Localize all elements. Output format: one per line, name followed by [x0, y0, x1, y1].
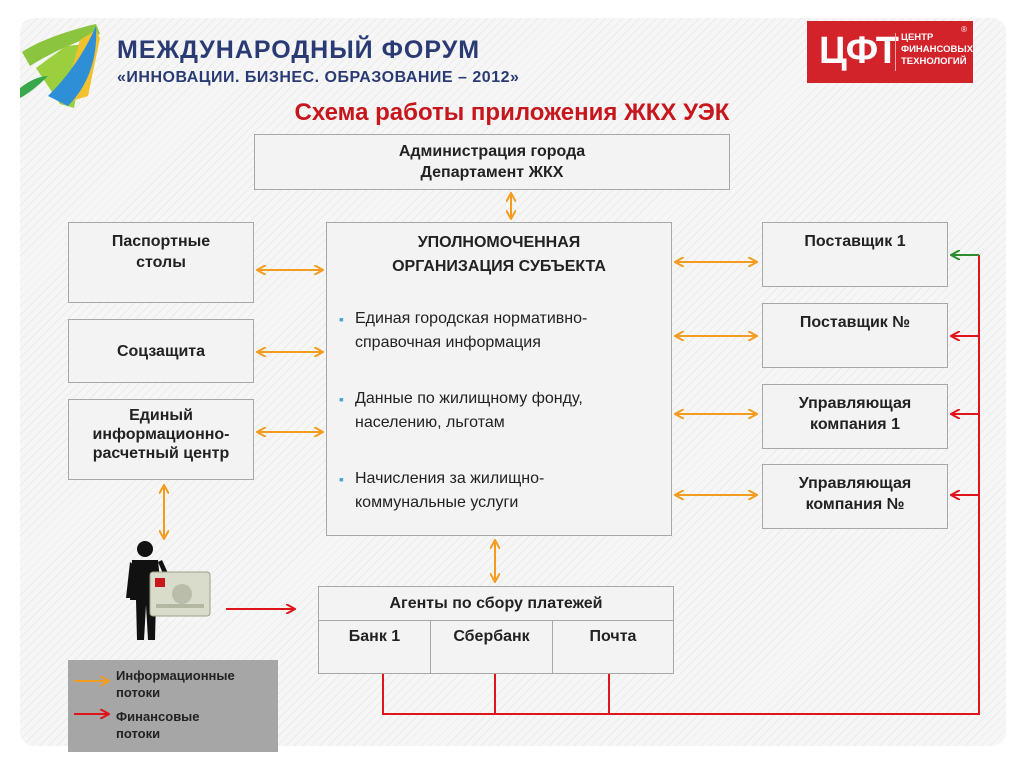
payment-agents-box: Агенты по сбору платежей Банк 1 Сбербанк… — [318, 586, 674, 674]
central-org-list: ▪Единая городская нормативно- справочная… — [339, 307, 657, 547]
forum-title: МЕЖДУНАРОДНЫЙ ФОРУМ — [117, 36, 481, 64]
legend-finance-label: Финансовые потоки — [116, 709, 200, 741]
legend-info-label: Информационные потоки — [116, 668, 235, 700]
social-protection-label: Соцзащита — [116, 343, 206, 360]
central-item: ▪Начисления за жилищно- коммунальные усл… — [339, 467, 657, 515]
management-n-label: Управляющая компания № — [798, 475, 912, 513]
central-item: ▪Единая городская нормативно- справочная… — [339, 307, 657, 355]
person-with-card-icon — [126, 541, 211, 640]
forum-subtitle: «ИННОВАЦИИ. БИЗНЕС. ОБРАЗОВАНИЕ – 2012» — [117, 69, 520, 86]
administration-box: Администрация города Департамент ЖКХ — [254, 134, 730, 190]
legend-arrows — [74, 660, 112, 752]
central-item: ▪Данные по жилищному фонду, населению, л… — [339, 387, 657, 435]
supplier-n-box: Поставщик № — [762, 303, 948, 368]
legend: Информационные потоки Финансовые потоки — [68, 660, 278, 752]
management-1-box: Управляющая компания 1 — [762, 384, 948, 449]
supplier-1-label: Поставщик 1 — [804, 233, 906, 250]
logo-text: ЦЕНТР ФИНАНСОВЫХ ТЕХНОЛОГИЙ — [901, 32, 974, 67]
logo-divider — [895, 33, 896, 71]
passport-desks-label: Паспортные столы — [111, 233, 211, 271]
agent-sberbank: Сбербанк — [431, 620, 553, 673]
finance-collector-line — [382, 255, 980, 715]
management-1-label: Управляющая компания 1 — [798, 395, 912, 433]
bullet-icon: ▪ — [339, 311, 344, 327]
payment-agents-title: Агенты по сбору платежей — [319, 587, 673, 621]
management-n-box: Управляющая компания № — [762, 464, 948, 529]
bullet-icon: ▪ — [339, 471, 344, 487]
agent-post: Почта — [589, 628, 637, 645]
cft-logo: ЦФТ ЦЕНТР ФИНАНСОВЫХ ТЕХНОЛОГИЙ ® — [807, 21, 973, 83]
unified-center-box: Единый информационно- расчетный центр — [68, 399, 254, 480]
supplier-n-label: Поставщик № — [799, 314, 911, 331]
bullet-icon: ▪ — [339, 391, 344, 407]
agent-bank-1: Банк 1 — [319, 620, 431, 673]
unified-center-label: Единый информационно- расчетный центр — [92, 407, 230, 462]
registered-mark: ® — [961, 25, 967, 34]
administration-label: Администрация города Департамент ЖКХ — [398, 143, 586, 181]
slide-title: Схема работы приложения ЖКХ УЭК — [294, 99, 730, 126]
logo-abbreviation: ЦФТ — [819, 30, 899, 72]
central-org-box: УПОЛНОМОЧЕННАЯ ОРГАНИЗАЦИЯ СУБЪЕКТА ▪Еди… — [326, 222, 672, 536]
passport-desks-box: Паспортные столы — [68, 222, 254, 303]
social-protection-box: Соцзащита — [68, 319, 254, 383]
supplier-1-box: Поставщик 1 — [762, 222, 948, 287]
central-org-label: УПОЛНОМОЧЕННАЯ ОРГАНИЗАЦИЯ СУБЪЕКТА — [392, 234, 606, 275]
